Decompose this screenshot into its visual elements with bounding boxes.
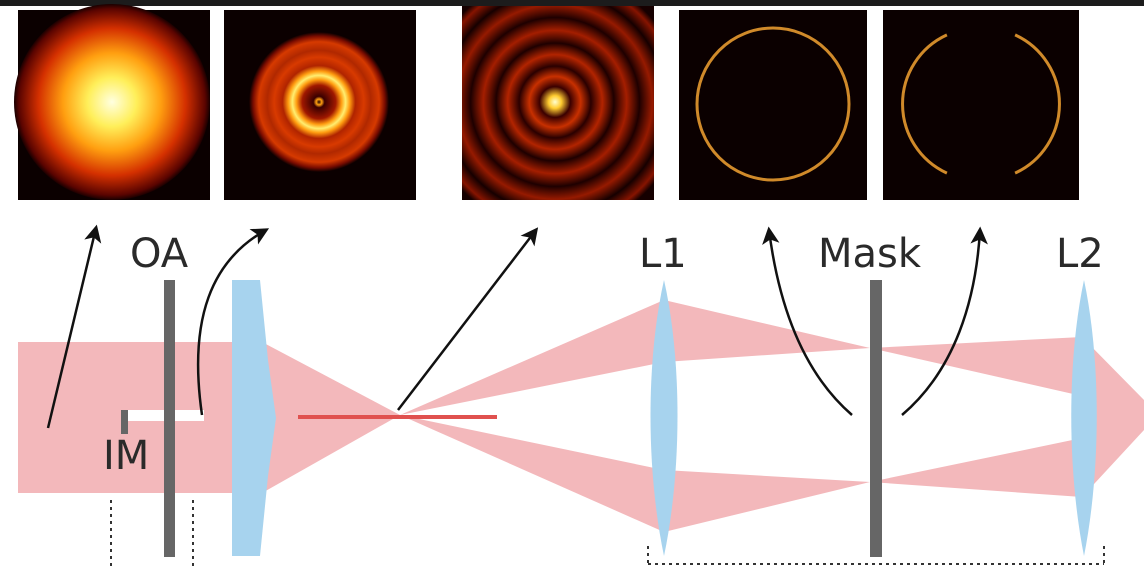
arrow-to-thin-ring-panel [762,226,853,416]
l1-label: L1 [639,231,687,277]
arrow-to-ring-panel [196,228,270,416]
bessel-pattern-panel [462,6,654,200]
lens-l2 [1071,280,1097,556]
oa-bar [164,280,175,557]
l2-label: L2 [1056,231,1104,277]
arrow-to-gaussian-panel [46,224,102,429]
masked-ring-panel [883,10,1079,200]
mask-bar [870,280,882,557]
axicon-lens [232,280,276,556]
mirror-gap [122,410,204,421]
gaussian-spot-panel [14,4,210,200]
im-marker [121,410,128,434]
arrows [46,224,988,429]
im-label: IM [103,433,149,479]
arrow-to-masked-ring-panel [901,226,988,416]
top-dark-strip [0,0,1144,6]
dashed-markers [110,500,1105,566]
oa-label: OA [130,231,189,277]
lens-l1 [650,280,678,556]
thin-ring-panel [679,10,867,200]
ring-with-center-panel [224,10,416,200]
mask-label: Mask [818,231,922,277]
arrow-to-bessel-panel [397,227,539,411]
